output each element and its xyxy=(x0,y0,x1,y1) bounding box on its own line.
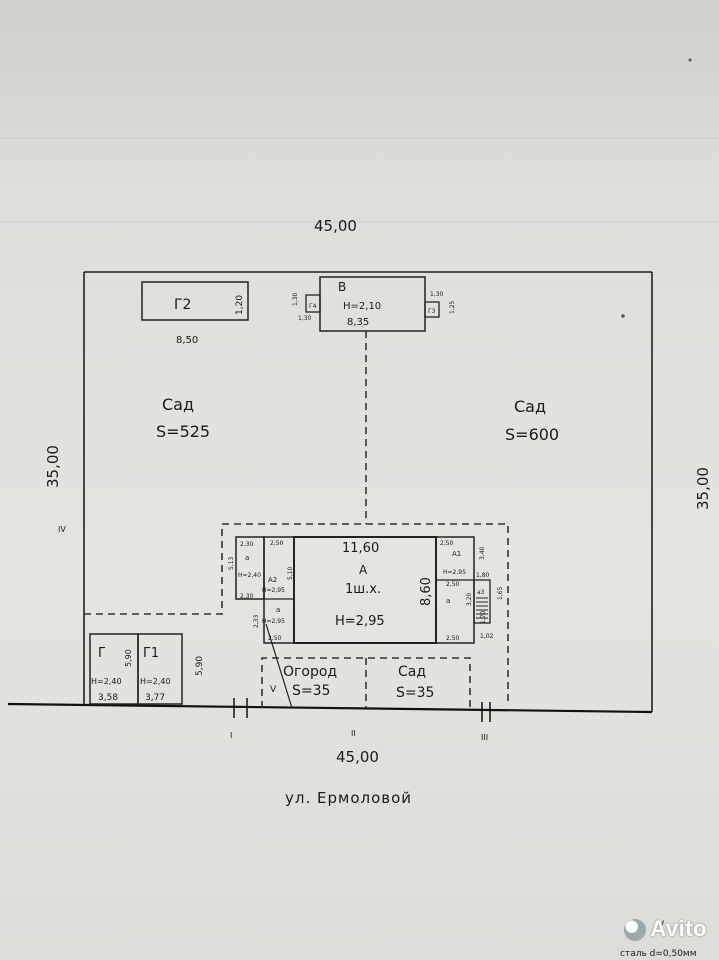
garden-small-area: S=35 xyxy=(396,685,434,701)
garage-g-depth: 5,90 xyxy=(124,649,133,667)
outbuilding-g2-letter: Г2 xyxy=(174,297,191,313)
garden-right-name: Сад xyxy=(514,397,546,416)
watermark-logo-icon xyxy=(624,919,647,942)
dim-b-1: 1,30 xyxy=(292,292,299,306)
dim-top-width: 45,00 xyxy=(314,217,357,235)
point-v: V xyxy=(270,685,277,695)
point-v-bottom: V xyxy=(658,920,665,930)
annex-a-right-label: а xyxy=(446,597,450,605)
outbuilding-b-width: 8,35 xyxy=(347,317,369,328)
garage-g1-height: Н=2,40 xyxy=(140,677,171,686)
material-note: сталь d=0,50мм xyxy=(620,949,697,959)
annex-height-3: Н=2,95 xyxy=(262,618,285,625)
street-name: ул. Ермоловой xyxy=(285,789,412,807)
annex-a-left-bottom-label: а xyxy=(276,606,280,614)
dashed-fence-lines xyxy=(84,331,509,710)
annex-dim-12: 1,80 xyxy=(476,572,490,579)
point-ii: II xyxy=(351,729,356,738)
annex-a2-label: А2 xyxy=(268,576,277,584)
annex-a3 xyxy=(473,579,491,624)
dim-b-4: 1,25 xyxy=(449,300,456,314)
annex-dim-9: 2,33 xyxy=(253,614,260,628)
garage-g1 xyxy=(137,633,183,705)
annex-dim-10: 2,50 xyxy=(446,581,460,588)
annex-g4-label: Г4 xyxy=(309,303,317,310)
annex-dim-4: 2,50 xyxy=(268,635,282,642)
annex-a1-label: А1 xyxy=(452,550,461,558)
annex-g3 xyxy=(424,301,440,318)
garage-g1-letter: Г1 xyxy=(143,646,159,661)
annex-dim-14: 1,70 xyxy=(480,610,487,624)
paper-specks xyxy=(621,58,692,318)
point-i: I xyxy=(230,731,232,740)
street-boundary-line xyxy=(7,702,653,714)
annex-dim-7: 5,13 xyxy=(228,556,235,570)
annex-a3-label: а3 xyxy=(477,589,485,596)
house-height: Н=2,95 xyxy=(335,614,385,629)
garden-right-area: S=600 xyxy=(505,425,559,444)
outbuilding-b-letter: В xyxy=(338,280,346,294)
annex-height-1: Н=2,40 xyxy=(238,572,261,579)
annex-height-2: Н=2,95 xyxy=(262,587,285,594)
faint-guide-lines xyxy=(0,137,719,223)
house-width: 11,60 xyxy=(342,541,379,556)
annex-height-4: Н=2,95 xyxy=(443,569,466,576)
house-depth: 8,60 xyxy=(419,577,434,606)
dim-right-height: 35,00 xyxy=(694,467,712,510)
annex-a-left-top-label: а xyxy=(245,554,249,562)
garden-small-name: Сад xyxy=(398,664,426,680)
plot-boundary xyxy=(83,271,653,712)
garden-left-area: S=525 xyxy=(156,422,210,441)
annex-a2 xyxy=(263,536,295,644)
boundary-ticks xyxy=(233,698,491,722)
annex-dim-3: 2,30 xyxy=(240,593,254,600)
point-iii: III xyxy=(481,733,488,742)
annex-dim-8: 5,10 xyxy=(287,566,294,580)
annex-g4 xyxy=(305,294,321,313)
house-letter: А xyxy=(359,563,368,577)
outbuilding-g2-depth: 1,20 xyxy=(235,295,245,315)
stairs-icon xyxy=(476,597,488,619)
dim-left-height: 35,00 xyxy=(44,445,62,488)
vegetable-garden-area: S=35 xyxy=(292,683,330,699)
annex-dim-6: 2,50 xyxy=(446,635,460,642)
watermark: Avito xyxy=(624,916,707,942)
annex-dim-5: 2,50 xyxy=(440,540,454,547)
outbuilding-g2 xyxy=(141,281,249,321)
garage-g1-width: 3,77 xyxy=(145,693,165,703)
annex-dim-11: 3,40 xyxy=(479,546,486,560)
annex-dim-2: 2,30 xyxy=(240,541,254,548)
point-iv: IV xyxy=(58,525,66,534)
garage-g-width: 3,58 xyxy=(98,693,118,703)
annex-dim-15: 1,65 xyxy=(497,586,504,600)
vegetable-garden-name: Огород xyxy=(283,664,337,680)
annex-dim-13: 3,20 xyxy=(466,592,473,606)
outbuilding-b-height: Н=2,10 xyxy=(343,301,381,312)
annex-dim-1: 2,50 xyxy=(270,540,284,547)
garage-g-letter: Г xyxy=(98,646,106,661)
outbuilding-g2-width: 8,50 xyxy=(176,335,198,346)
garage-g-height: Н=2,40 xyxy=(91,677,122,686)
garage-g1-depth: 5,90 xyxy=(195,656,205,676)
house-floors: 1ш.х. xyxy=(345,582,381,597)
dim-b-3: 1,30 xyxy=(430,291,444,298)
annex-dim-16: 1,02 xyxy=(480,633,494,640)
dim-b-2: 1,30 xyxy=(298,315,312,322)
watermark-text: Avito xyxy=(650,916,707,941)
dim-bottom-width: 45,00 xyxy=(336,748,379,766)
annex-g3-label: Г3 xyxy=(428,308,436,315)
garden-left-name: Сад xyxy=(162,395,194,414)
